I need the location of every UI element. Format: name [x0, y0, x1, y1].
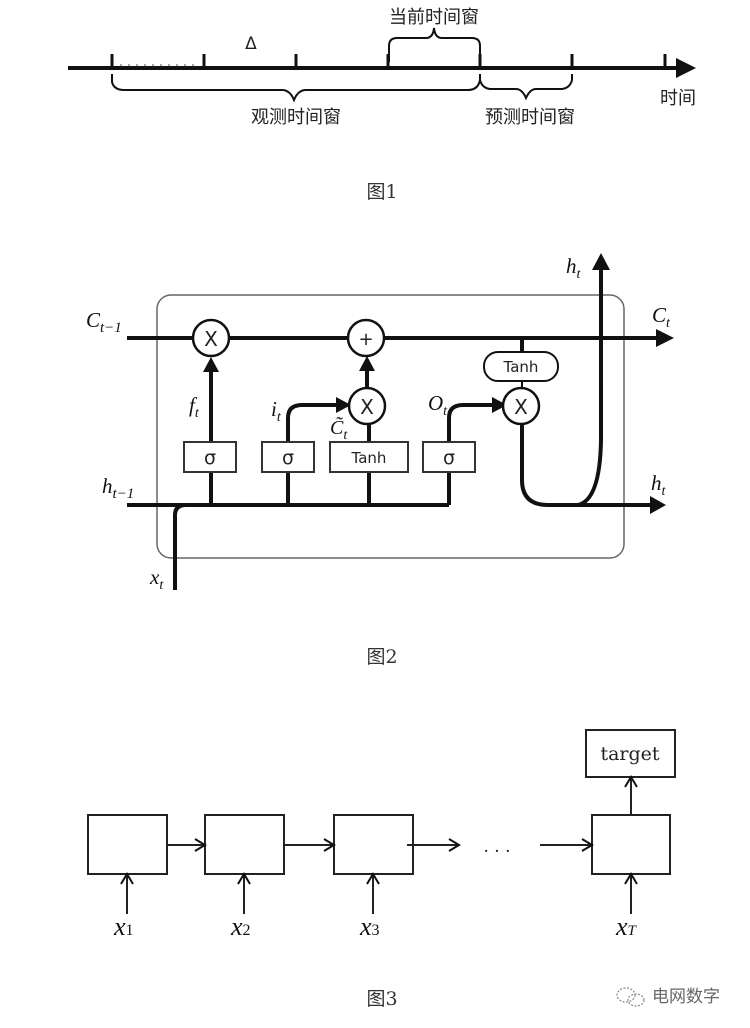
label-x-t: xt: [149, 565, 164, 593]
figure-2-caption: 图2: [366, 646, 397, 668]
multiply-symbol: X: [514, 395, 528, 419]
input-label-xT: xT: [615, 912, 638, 941]
label-i-t: it: [271, 397, 282, 425]
svg-text:Ct−1: Ct−1: [86, 308, 122, 336]
svg-text:Ct: Ct: [652, 303, 671, 331]
output-tanh: Tanh: [483, 351, 559, 382]
x-input-line: [173, 503, 196, 590]
tanh-label: Tanh: [503, 358, 539, 376]
mult-to-add-arrowhead: [359, 356, 375, 371]
cell-boundary: [156, 294, 625, 559]
multiply-symbol: X: [360, 395, 374, 419]
label-o-t: Ot: [428, 391, 448, 419]
wechat-icon: [616, 987, 645, 1007]
hidden-output-arrowhead: [650, 496, 666, 514]
forget-gate-sigmoid: σ: [183, 441, 237, 473]
label-c-prev: Ct−1: [86, 308, 122, 336]
svg-text:Ot: Ot: [428, 391, 448, 419]
label-f-t: ft: [189, 393, 200, 421]
gate-label: σ: [282, 447, 294, 469]
output-gate-arrowhead: [492, 397, 507, 413]
observation-window-label: 观测时间窗: [251, 107, 341, 128]
label-h-t-right: ht: [651, 471, 667, 499]
forget-multiply-op: X: [191, 318, 231, 358]
observation-window-brace: [111, 74, 481, 103]
label-h-prev: ht−1: [102, 474, 134, 502]
svg-text:ht−1: ht−1: [102, 474, 134, 502]
current-window-label: 当前时间窗: [389, 7, 479, 28]
input-gate-out: [286, 403, 340, 442]
svg-text:x2: x2: [230, 912, 251, 941]
svg-text:ht: ht: [566, 254, 582, 282]
cell-state-arrowhead: [656, 329, 674, 347]
rnn-cell-1: [87, 814, 168, 875]
figure-2-lstm-cell: X + X X σ σ Tanh σ: [86, 253, 674, 593]
svg-text:x3: x3: [359, 912, 380, 941]
svg-text:xT: xT: [615, 912, 638, 941]
add-op: +: [346, 318, 386, 358]
target-label: target: [600, 743, 659, 765]
input-label-x1: x1: [113, 912, 134, 941]
forget-gate-arrowhead: [203, 357, 219, 372]
rnn-cell-2: [204, 814, 285, 875]
output-multiply-op: X: [501, 386, 541, 426]
label-c-tilde: C̃t: [330, 416, 348, 443]
figure-3-caption: 图3: [366, 988, 397, 1010]
gate-label: σ: [204, 447, 216, 469]
svg-text:ft: ft: [189, 393, 200, 421]
watermark: 电网数字: [616, 987, 720, 1007]
label-h-t-top: ht: [566, 254, 582, 282]
prediction-window-brace: [479, 74, 573, 101]
rnn-cell-3: [333, 814, 414, 875]
input-label-x2: x2: [230, 912, 251, 941]
input-gate-sigmoid: σ: [261, 441, 315, 473]
output-gate-sigmoid: σ: [422, 441, 476, 473]
time-axis-label: 时间: [660, 88, 696, 109]
svg-text:it: it: [271, 397, 282, 425]
hidden-output-line: [520, 424, 655, 507]
input-multiply-op: X: [347, 386, 387, 426]
output-gate-out: [447, 403, 495, 442]
input-gate-arrowhead: [336, 397, 351, 413]
svg-text:xt: xt: [149, 565, 164, 593]
rnn-cell-T: [591, 814, 671, 875]
add-symbol: +: [358, 329, 373, 350]
svg-text:x1: x1: [113, 912, 134, 941]
figure-1-timeline: Δ 当前时间窗 观测时间窗 预测时间窗 时间: [68, 7, 696, 128]
target-box: [585, 729, 676, 778]
hidden-up-arrowhead: [592, 253, 610, 270]
input-label-x3: x3: [359, 912, 380, 941]
figure-3-rnn: [87, 729, 676, 914]
watermark-text: 电网数字: [652, 987, 720, 1007]
current-window-brace: [388, 27, 481, 62]
candidate-tanh: Tanh: [329, 441, 409, 473]
delta-label: Δ: [245, 34, 257, 54]
figure-1-caption: 图1: [366, 181, 397, 203]
hidden-up-line: [577, 268, 603, 507]
multiply-symbol: X: [204, 327, 218, 351]
svg-text:C̃t: C̃t: [330, 416, 348, 443]
time-axis-arrowhead: [676, 58, 696, 78]
prediction-window-label: 预测时间窗: [485, 107, 575, 128]
label-c-t: Ct: [652, 303, 671, 331]
gate-label: Tanh: [351, 449, 387, 467]
ellipsis: · · ·: [483, 842, 510, 862]
gate-label: σ: [443, 447, 455, 469]
svg-text:ht: ht: [651, 471, 667, 499]
